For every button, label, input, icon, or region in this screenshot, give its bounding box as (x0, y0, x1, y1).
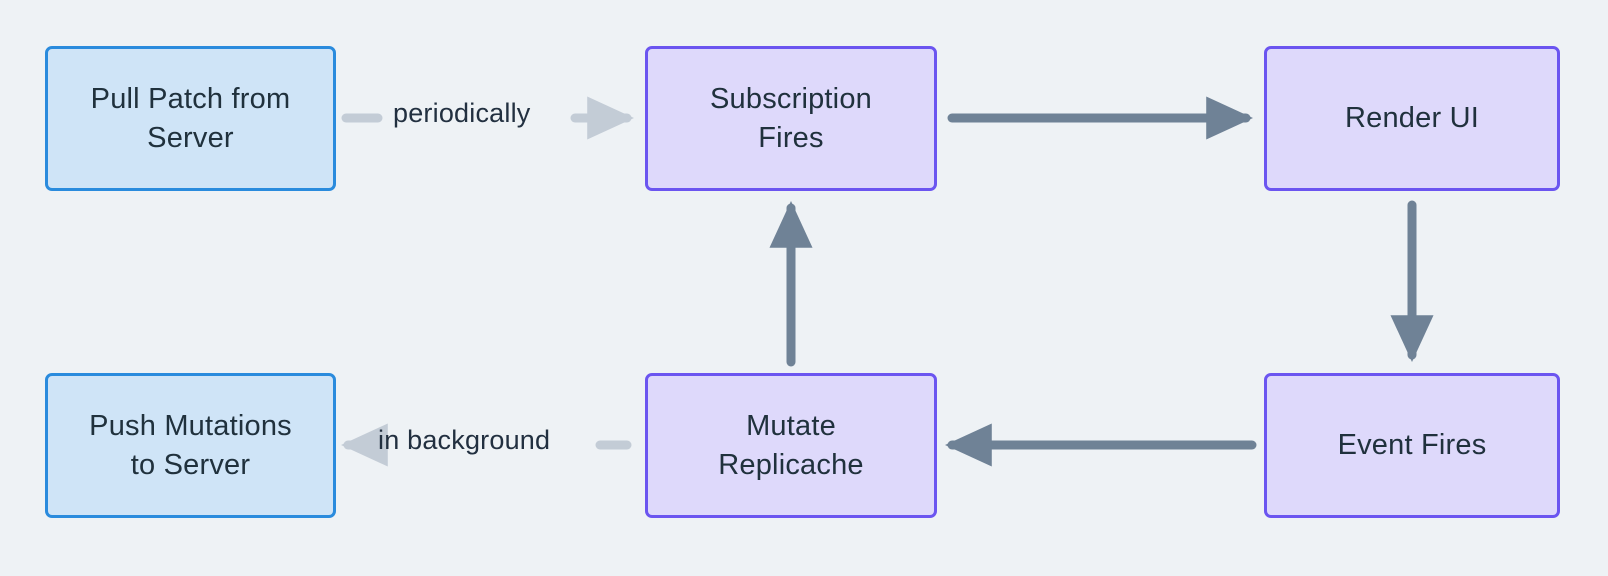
node-pull-patch-from-server[interactable]: Pull Patch from Server (45, 46, 336, 191)
edge-label-in-background: in background (378, 425, 551, 455)
node-mutate-replicache[interactable]: Mutate Replicache (645, 373, 937, 518)
node-event-fires[interactable]: Event Fires (1264, 373, 1560, 518)
node-subscription-fires[interactable]: Subscription Fires (645, 46, 937, 191)
node-render-ui[interactable]: Render UI (1264, 46, 1560, 191)
edge-label-periodically: periodically (393, 98, 531, 128)
node-push-mutations-to-server[interactable]: Push Mutations to Server (45, 373, 336, 518)
